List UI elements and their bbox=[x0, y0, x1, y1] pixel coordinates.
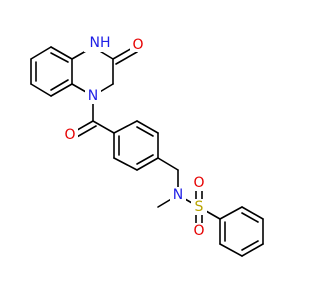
bond bbox=[113, 120, 138, 134]
bond bbox=[136, 154, 154, 165]
atom-mask bbox=[85, 88, 101, 104]
bond-layer bbox=[30, 46, 264, 257]
atom-mask bbox=[191, 175, 207, 191]
bond bbox=[219, 206, 243, 220]
atom-label-nh: NH bbox=[89, 35, 110, 51]
atom-mask bbox=[62, 127, 78, 143]
atom-label-o-sulfonyl-top: O bbox=[193, 175, 204, 191]
bond bbox=[113, 157, 138, 171]
bond bbox=[241, 243, 264, 257]
bond bbox=[50, 83, 73, 97]
atom-label-o-lactam: O bbox=[132, 37, 143, 53]
bond bbox=[74, 125, 97, 139]
atom-mask bbox=[191, 199, 207, 215]
atom-label-nh-hydrogen: H bbox=[100, 35, 111, 51]
bond bbox=[50, 52, 69, 63]
bond bbox=[157, 157, 179, 171]
atom-mask bbox=[191, 223, 207, 239]
atom-label-layer: NH O N O N S O O bbox=[62, 34, 207, 239]
atom-label-o-carbonyl: O bbox=[64, 127, 75, 143]
bond bbox=[136, 126, 154, 137]
bond bbox=[92, 120, 115, 134]
atom-mask bbox=[84, 34, 110, 52]
bond bbox=[30, 83, 52, 97]
atom-label-nh-nitrogen: N bbox=[89, 35, 99, 51]
bond bbox=[241, 240, 259, 251]
bond bbox=[50, 79, 69, 91]
bond bbox=[30, 46, 52, 60]
atom-label-n-ring: N bbox=[88, 88, 98, 104]
bond bbox=[241, 206, 264, 220]
molecule-structure: NH O N O N S O O bbox=[30, 34, 264, 257]
bond bbox=[50, 46, 73, 60]
bond bbox=[219, 243, 243, 257]
atom-mask bbox=[130, 36, 146, 52]
bond bbox=[136, 157, 159, 171]
bond bbox=[241, 212, 259, 223]
bond bbox=[115, 51, 138, 65]
bond bbox=[136, 120, 159, 134]
atom-label-o-sulfonyl-bottom: O bbox=[193, 223, 204, 239]
atom-mask bbox=[170, 187, 186, 203]
atom-label-s-sulfonyl: S bbox=[195, 199, 204, 215]
atom-label-n-sulfonamide: N bbox=[173, 187, 183, 203]
